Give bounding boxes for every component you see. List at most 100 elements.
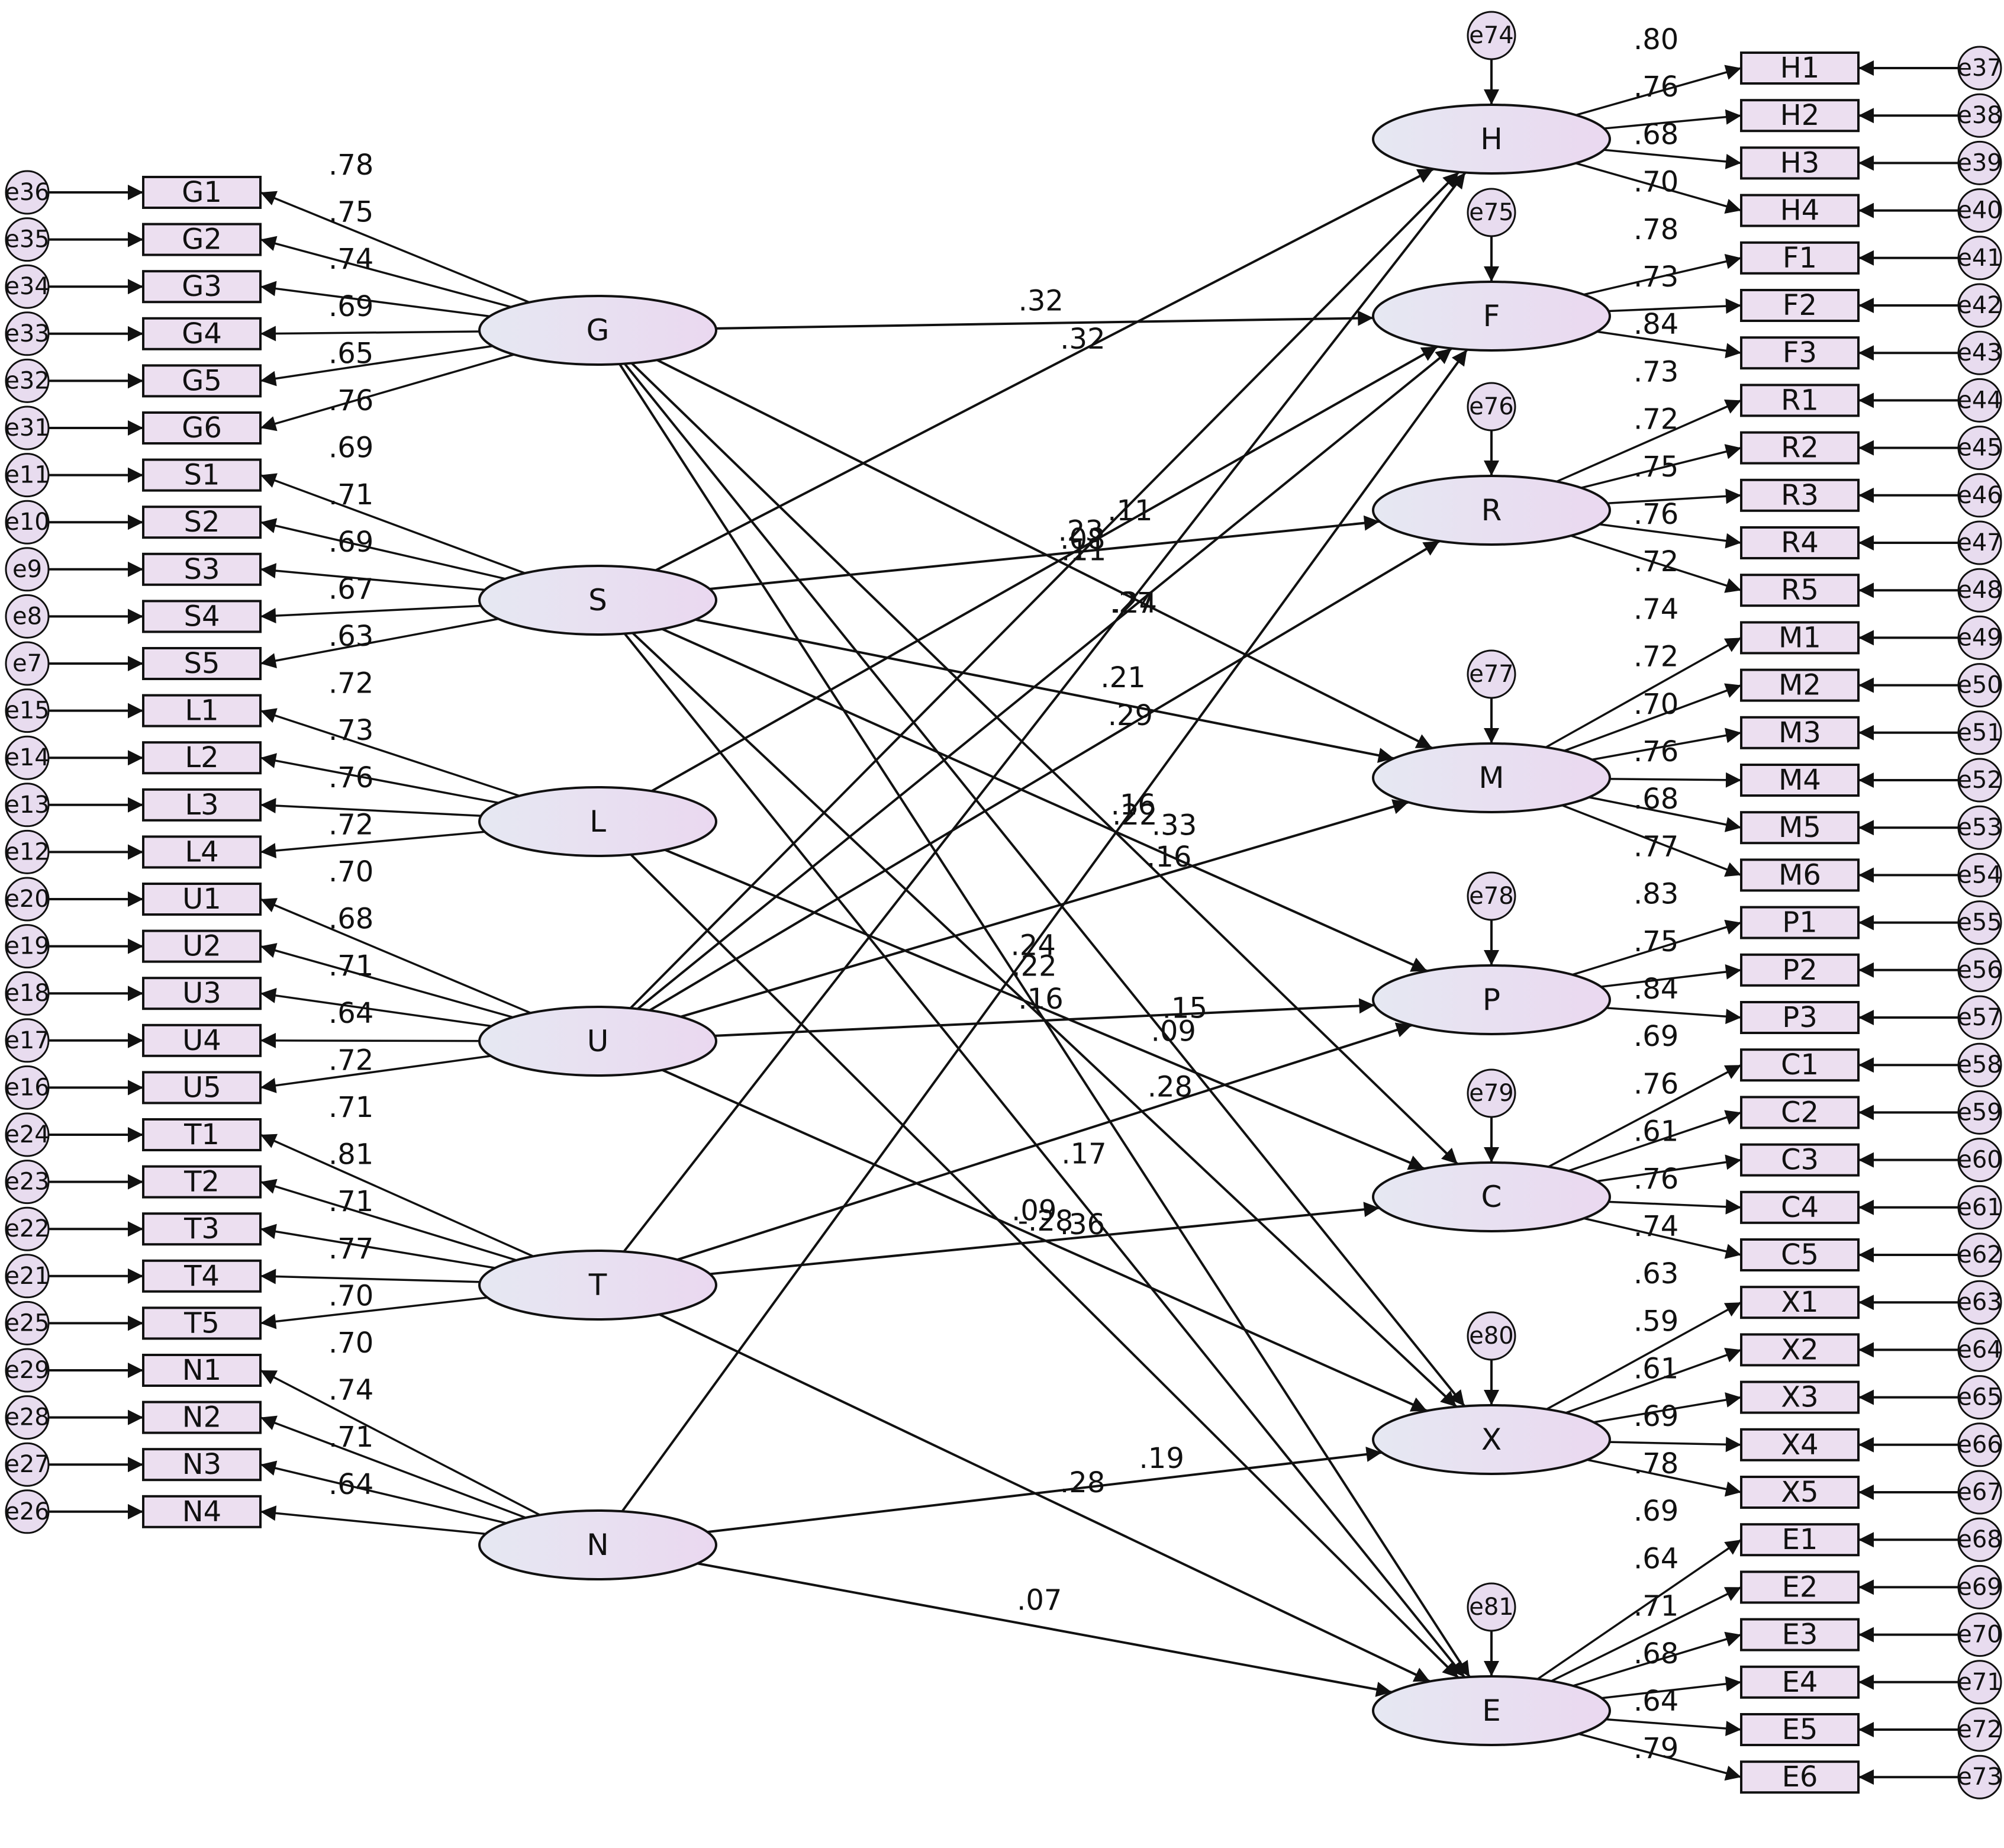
indicator-g5: e32 G5 <box>5 345 493 403</box>
path-t-c <box>710 1202 1380 1276</box>
path-coefficient: .11 <box>1061 535 1106 568</box>
loading-arrow <box>260 353 514 432</box>
indicator-label: G5 <box>182 364 222 397</box>
path-l-c <box>664 848 1425 1170</box>
loading-label: .79 <box>1634 1732 1678 1765</box>
loading-label: .68 <box>1634 118 1678 151</box>
loading-arrow <box>1546 1301 1742 1411</box>
loading-arrow <box>260 1224 495 1269</box>
loading-arrow <box>260 708 520 797</box>
indicator-label: M2 <box>1779 669 1821 702</box>
error-label: e54 <box>1957 861 2002 888</box>
latent-label: L <box>589 804 606 839</box>
indicator-label: M5 <box>1779 811 1821 844</box>
error-label: e32 <box>5 367 50 394</box>
loading-arrow <box>260 617 499 668</box>
loading-arrow <box>260 281 490 318</box>
latent-label: T <box>588 1268 607 1302</box>
loading-label: .70 <box>1634 688 1678 721</box>
latent-u: U <box>478 1006 717 1077</box>
indicator-label: R2 <box>1781 432 1819 465</box>
indicator-box <box>142 1306 262 1340</box>
path-coefficient: .16 <box>1111 788 1156 822</box>
loading-label: .74 <box>328 1374 373 1407</box>
loading-label: .72 <box>328 808 373 841</box>
latent-ellipse <box>1372 964 1611 1035</box>
disturbance-label: e75 <box>1469 199 1514 226</box>
path-coefficient: .24 <box>1011 929 1056 962</box>
latent-ellipse <box>1372 475 1611 546</box>
indicator-box <box>142 1071 262 1105</box>
loading-arrow <box>1608 1199 1742 1215</box>
loading-label: .74 <box>1634 593 1678 626</box>
latent-ellipse <box>1372 1675 1611 1746</box>
loading-label: .61 <box>1634 1353 1678 1386</box>
indicator-label: E2 <box>1782 1570 1818 1604</box>
loading-label: .70 <box>1634 166 1678 199</box>
path-coefficient: .19 <box>1139 1442 1184 1475</box>
error-label: e17 <box>5 1027 50 1054</box>
loading-arrow <box>1583 254 1742 296</box>
path-coefficient: .32 <box>1019 285 1064 318</box>
loading-arrow <box>260 943 513 1019</box>
error-label: e15 <box>5 697 50 725</box>
indicator-box <box>1740 526 1860 559</box>
loading-label: .71 <box>328 949 373 983</box>
indicator-box <box>142 411 262 445</box>
indicator-label: E4 <box>1782 1666 1818 1699</box>
indicator-label: H2 <box>1780 99 1820 132</box>
loading-label: .70 <box>328 1327 373 1360</box>
path-coefficient: .09 <box>1011 1194 1056 1227</box>
loading-label: .68 <box>1634 1637 1678 1670</box>
error-label: e18 <box>5 980 50 1007</box>
loading-arrow <box>260 798 481 817</box>
indicator-box <box>142 176 262 209</box>
error-label: e42 <box>1957 292 2002 319</box>
loading-arrow <box>1599 523 1742 549</box>
indicator-box <box>1740 1713 1860 1746</box>
path-t-h <box>623 172 1467 1253</box>
error-label: e25 <box>5 1309 50 1337</box>
indicator-label: G6 <box>182 411 222 445</box>
loading-arrow <box>1587 1459 1742 1497</box>
error-label: e8 <box>12 603 42 630</box>
latent-label: H <box>1480 122 1503 156</box>
indicator-label: S3 <box>183 553 220 586</box>
latent-label: P <box>1483 983 1500 1017</box>
disturbance-label: e77 <box>1469 661 1514 688</box>
loading-arrow <box>260 236 511 308</box>
indicator-box <box>1740 906 1860 939</box>
loading-label: .76 <box>328 761 373 794</box>
loading-arrow <box>260 563 485 591</box>
loading-arrow <box>1609 1437 1742 1453</box>
error-label: e34 <box>5 273 50 300</box>
error-label: e12 <box>5 838 50 865</box>
loading-label: .70 <box>328 855 373 888</box>
path-n-e <box>697 1562 1392 1697</box>
indicator-box <box>142 929 262 963</box>
latent-label: U <box>587 1024 609 1058</box>
error-label: e70 <box>1957 1621 2002 1649</box>
error-label: e52 <box>1957 767 2002 794</box>
error-label: e29 <box>5 1357 50 1384</box>
latent-ellipse <box>478 1006 717 1077</box>
path-coefficient: .09 <box>1151 1015 1196 1048</box>
latent-ellipse <box>1372 104 1611 175</box>
loading-arrow <box>260 604 481 624</box>
error-label: e9 <box>12 556 42 583</box>
